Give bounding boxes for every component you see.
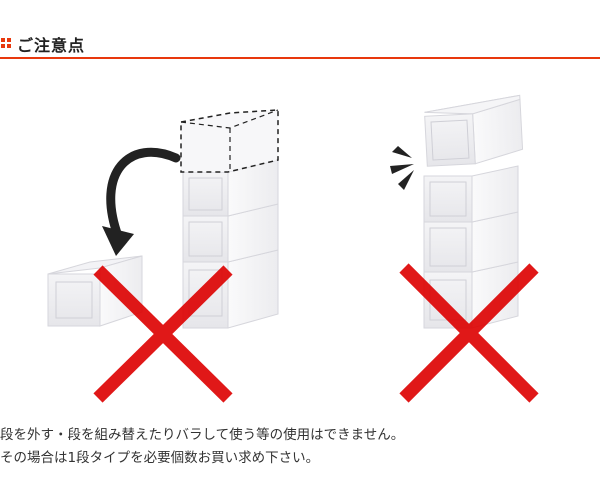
drawer-unit [423, 211, 519, 273]
right-scene [390, 94, 539, 403]
prohibited-x-icon [399, 263, 539, 403]
section-header: ご注意点 [0, 0, 600, 60]
drawer-unit-tilted [424, 94, 524, 167]
impact-spark-icon [390, 146, 414, 190]
drawer-unit [182, 203, 279, 263]
prohibited-x-icon [93, 265, 233, 403]
square-dots-icon [1, 38, 11, 48]
section-divider [0, 57, 600, 59]
caution-text-line-1: 段を外す・段を組み替えたりバラして使う等の使用はできません。 [0, 427, 405, 443]
drawer-stack-left [182, 159, 279, 329]
curved-arrow-icon [102, 147, 181, 256]
drawer-unit [423, 165, 519, 223]
caution-text-line-2: その場合は1段タイプを必要個数お買い求め下さい。 [0, 450, 320, 466]
drawer-stack-right [423, 94, 524, 329]
removed-drawer-outline [180, 109, 279, 173]
left-scene [47, 109, 279, 403]
caution-illustration [0, 60, 600, 420]
drawer-unit [182, 159, 279, 217]
section-title: ご注意点 [17, 36, 86, 55]
caution-note: 段を外す・段を組み替えたりバラして使う等の使用はできません。 その場合は1段タイ… [0, 424, 600, 470]
